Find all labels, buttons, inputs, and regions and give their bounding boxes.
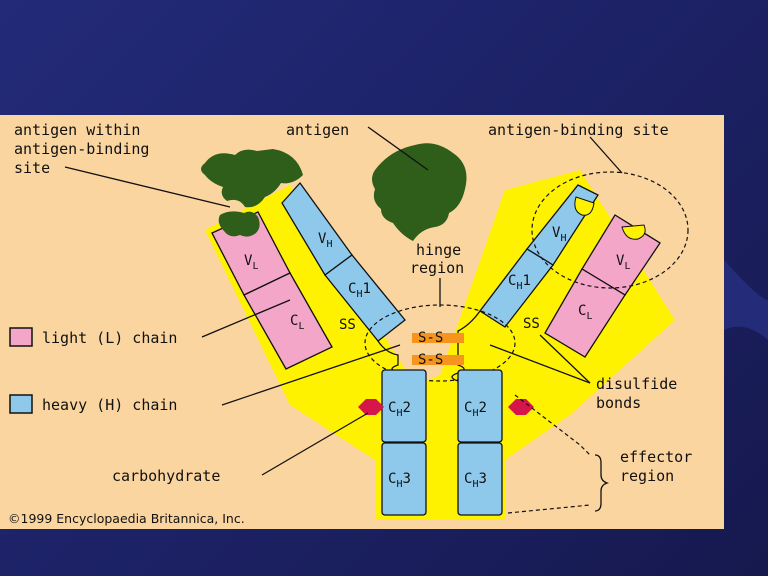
right-vl-pocket — [621, 224, 646, 240]
carbohydrate-right — [508, 399, 534, 415]
left-cl-domain — [243, 272, 333, 370]
right-light-chain: VL CL — [544, 214, 661, 358]
svg-text:VL: VL — [244, 253, 258, 272]
label-hinge: hinge — [416, 241, 461, 259]
label-antigen-within-2: antigen-binding — [14, 140, 149, 158]
svg-text:VH: VH — [552, 225, 566, 244]
label-effector-region: region — [620, 467, 674, 485]
carbohydrate-left — [358, 399, 384, 415]
copyright-notice: ©1999 Encyclopaedia Britannica, Inc. — [8, 511, 245, 526]
free-antigen — [372, 143, 467, 241]
effector-region-bracket — [594, 454, 610, 512]
left-ch3-domain — [381, 442, 427, 516]
label-antigen-within-3: site — [14, 159, 50, 177]
right-cl-domain — [544, 268, 626, 358]
svg-text:CH2: CH2 — [464, 400, 487, 419]
label-disulfide: disulfide — [596, 375, 677, 393]
svg-text:VL: VL — [616, 253, 630, 272]
label-effector: effector — [620, 448, 692, 466]
bound-antigen — [201, 149, 303, 208]
right-ch2-domain — [457, 369, 503, 443]
svg-text:CH1: CH1 — [348, 281, 371, 300]
label-hinge-region: region — [410, 259, 464, 277]
svg-text:CH3: CH3 — [464, 471, 487, 490]
antibody-diagram: VL CL VH CH1 VH CH1 VL CL S-S S-S SS SS — [8, 121, 692, 526]
light-chain-swatch — [9, 327, 33, 347]
right-ss-bond: SS — [523, 316, 540, 332]
left-ch1-domain — [324, 254, 406, 342]
svg-text:CH1: CH1 — [508, 273, 531, 292]
label-antigen-within: antigen within — [14, 121, 140, 139]
svg-text:CL: CL — [290, 313, 304, 332]
left-heavy-chain: VH CH1 — [281, 181, 406, 342]
bound-antigen-lower — [218, 211, 260, 237]
svg-text:CH2: CH2 — [388, 400, 411, 419]
label-disulfide-bonds: bonds — [596, 394, 641, 412]
label-light-chain: light (L) chain — [42, 329, 177, 347]
stem-right-heavy-chain: CH2 CH3 — [457, 369, 503, 516]
disulfide-lower: S-S — [418, 352, 443, 368]
svg-text:VH: VH — [318, 231, 332, 250]
svg-text:CL: CL — [578, 303, 592, 322]
heavy-chain-swatch — [9, 394, 33, 414]
right-binding-pocket — [574, 196, 595, 216]
right-ch1-domain — [479, 248, 554, 328]
label-carbohydrate: carbohydrate — [112, 467, 220, 485]
label-heavy-chain: heavy (H) chain — [42, 396, 177, 414]
svg-text:CH3: CH3 — [388, 471, 411, 490]
label-antigen-binding-site: antigen-binding site — [488, 121, 669, 139]
right-ch3-domain — [457, 442, 503, 516]
antigen-binding-site-circle — [531, 171, 689, 289]
left-ss-bond: SS — [339, 317, 356, 333]
label-antigen: antigen — [286, 121, 349, 139]
right-heavy-chain: VH CH1 — [479, 184, 599, 328]
antibody-diagram-panel: VL CL VH CH1 VH CH1 VL CL S-S S-S SS SS — [0, 115, 724, 529]
disulfide-upper: S-S — [418, 330, 443, 346]
stem-left-heavy-chain: CH2 CH3 — [381, 369, 427, 516]
